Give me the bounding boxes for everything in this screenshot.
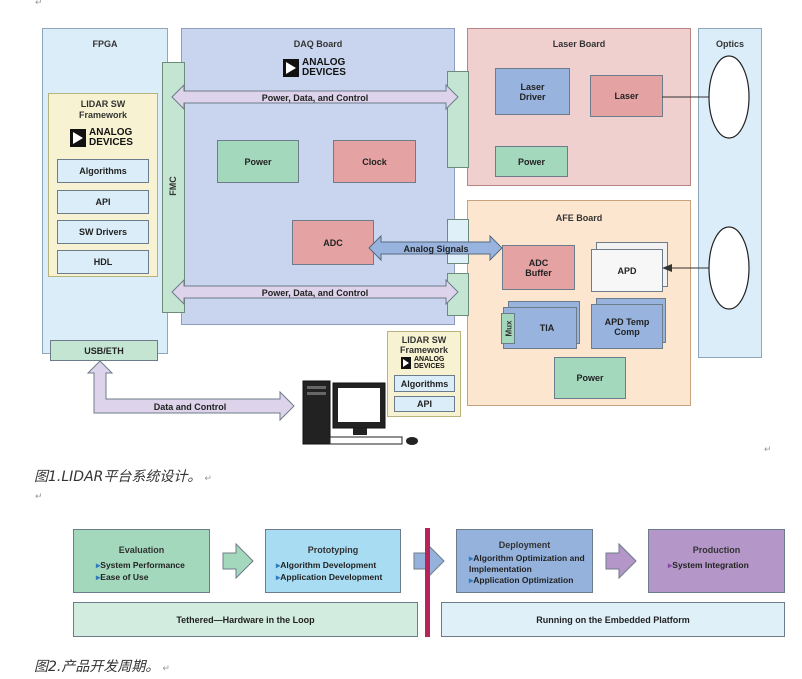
afe-board-title: AFE Board — [555, 213, 603, 223]
tethered-phase-bar: Tethered—Hardware in the Loop — [73, 602, 418, 637]
stage-bullets: ▸System Performance ▸Ease of Use — [96, 560, 185, 582]
daq-board-title: DAQ Board — [293, 39, 343, 49]
embedded-phase-bar: Running on the Embedded Platform — [441, 602, 785, 637]
paragraph-mark: ↵ — [35, 491, 43, 501]
laser-power-box: Power — [495, 146, 568, 177]
sw-drivers-box: SW Drivers — [57, 220, 149, 244]
bus-top-label: Power, Data, and Control — [262, 93, 369, 103]
figure-1-connections: Power, Data, and Control Power, Data, an… — [86, 55, 750, 445]
adc-box: ADC — [292, 220, 374, 265]
analog-signals-arrow: Analog Signals — [368, 234, 503, 262]
transmit-lens-icon — [708, 55, 750, 139]
stage-production: Production ▸System Integration — [648, 529, 785, 593]
arrow-deployment-to-production — [605, 542, 637, 580]
optics-title: Optics — [715, 39, 744, 49]
figure-2-development-cycle: Evaluation ▸System Performance ▸Ease of … — [0, 520, 802, 679]
stage-title: Prototyping — [307, 545, 359, 555]
analog-signals-label: Analog Signals — [403, 244, 468, 254]
usb-eth-box: USB/ETH — [50, 340, 158, 361]
return-beam-arrowhead — [662, 264, 672, 272]
algorithms-box: Algorithms — [57, 159, 149, 183]
mux-box: Mux — [501, 313, 515, 344]
bus-top-arrow: Power, Data, and Control — [171, 83, 459, 111]
stage-bullets: ▸Algorithm Development ▸Application Deve… — [276, 560, 383, 582]
pc-algorithms-box: Algorithms — [394, 375, 455, 392]
stage-title: Production — [692, 545, 741, 555]
stage-arrows — [222, 528, 637, 637]
fmc-connector: FMC — [162, 62, 185, 313]
data-control-label: Data and Control — [154, 402, 227, 412]
apd-box: APD — [591, 249, 663, 292]
stage-deployment: Deployment ▸Algorithm Optimization and I… — [456, 529, 593, 593]
phase-divider — [425, 528, 430, 637]
fpga-title: FPGA — [92, 39, 118, 49]
laser-board-title: Laser Board — [552, 39, 606, 49]
stage-evaluation: Evaluation ▸System Performance ▸Ease of … — [73, 529, 210, 593]
daq-power-box: Power — [217, 140, 299, 183]
stage-bullets: ▸Algorithm Optimization and Implementati… — [469, 553, 585, 585]
stage-title: Deployment — [498, 540, 551, 550]
stage-prototyping: Prototyping ▸Algorithm Development ▸Appl… — [265, 529, 401, 593]
paragraph-mark: ↵ — [764, 444, 772, 454]
stage-bullets: ▸System Integration — [668, 560, 749, 570]
stage-title: Evaluation — [118, 545, 165, 555]
api-box: API — [57, 190, 149, 214]
arrow-evaluation-to-prototyping — [222, 542, 254, 580]
computer-icon — [302, 380, 418, 445]
data-control-arrow: Data and Control — [86, 360, 295, 422]
bus-bottom-label: Power, Data, and Control — [262, 288, 369, 298]
laser-box: Laser — [590, 75, 663, 117]
figure-2-caption: 图2.产品开发周期。↵ — [34, 659, 170, 675]
pc-api-box: API — [394, 396, 455, 412]
afe-power-box: Power — [554, 357, 626, 399]
figure-1-caption: 图1.LIDAR平台系统设计。↵ — [34, 469, 212, 485]
paragraph-mark: ↵ — [35, 0, 43, 7]
bus-bottom-arrow: Power, Data, and Control — [171, 278, 459, 306]
receive-lens-icon — [708, 226, 750, 310]
tia-box: TIA — [503, 307, 577, 349]
clock-box: Clock — [333, 140, 416, 183]
hdl-box: HDL — [57, 250, 149, 274]
